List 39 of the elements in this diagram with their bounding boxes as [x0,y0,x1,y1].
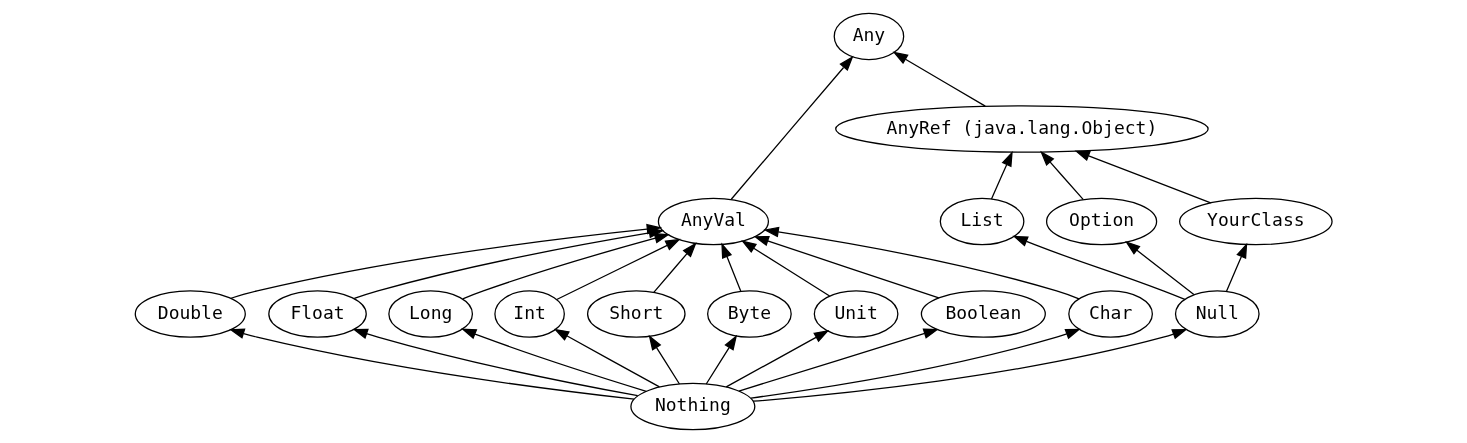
arrow [352,328,639,397]
node-ellipse: Unit [813,290,899,338]
node-ellipse: Byte [707,290,792,338]
arrow [752,328,1188,402]
arrow [738,328,939,392]
arrow [1040,150,1084,200]
arrow [1125,241,1195,296]
node-ellipse: AnyRef (java.lang.Object) [835,105,1209,153]
node-ellipse: Nothing [630,382,756,431]
arrow [462,233,670,300]
arrow [990,150,1013,200]
node-ellipse: List [939,197,1025,246]
arrow [1012,235,1186,301]
arrow [353,227,665,300]
arrow [725,330,830,388]
node-ellipse: Int [494,290,565,338]
node-ellipse: Long [388,290,474,338]
arrow [653,242,697,293]
arrow [892,51,986,107]
arrow [750,328,1081,399]
node-ellipse: Any [833,12,905,61]
arrow [1074,150,1212,204]
node-ellipse: YourClass [1179,197,1333,246]
arrow [556,238,681,301]
node-ellipse: Char [1068,290,1153,338]
arrow [461,328,647,392]
arrow [553,328,661,388]
arrow [753,235,940,299]
arrow [763,226,1080,300]
node-ellipse: Short [586,290,686,338]
node-ellipse: Option [1045,197,1158,246]
arrow [721,242,742,292]
arrow [741,240,831,297]
node-ellipse: Null [1174,290,1260,338]
arrow [648,334,681,385]
arrow [229,328,635,400]
arrow [1225,242,1248,293]
arrow [705,334,738,385]
arrow [730,55,854,200]
